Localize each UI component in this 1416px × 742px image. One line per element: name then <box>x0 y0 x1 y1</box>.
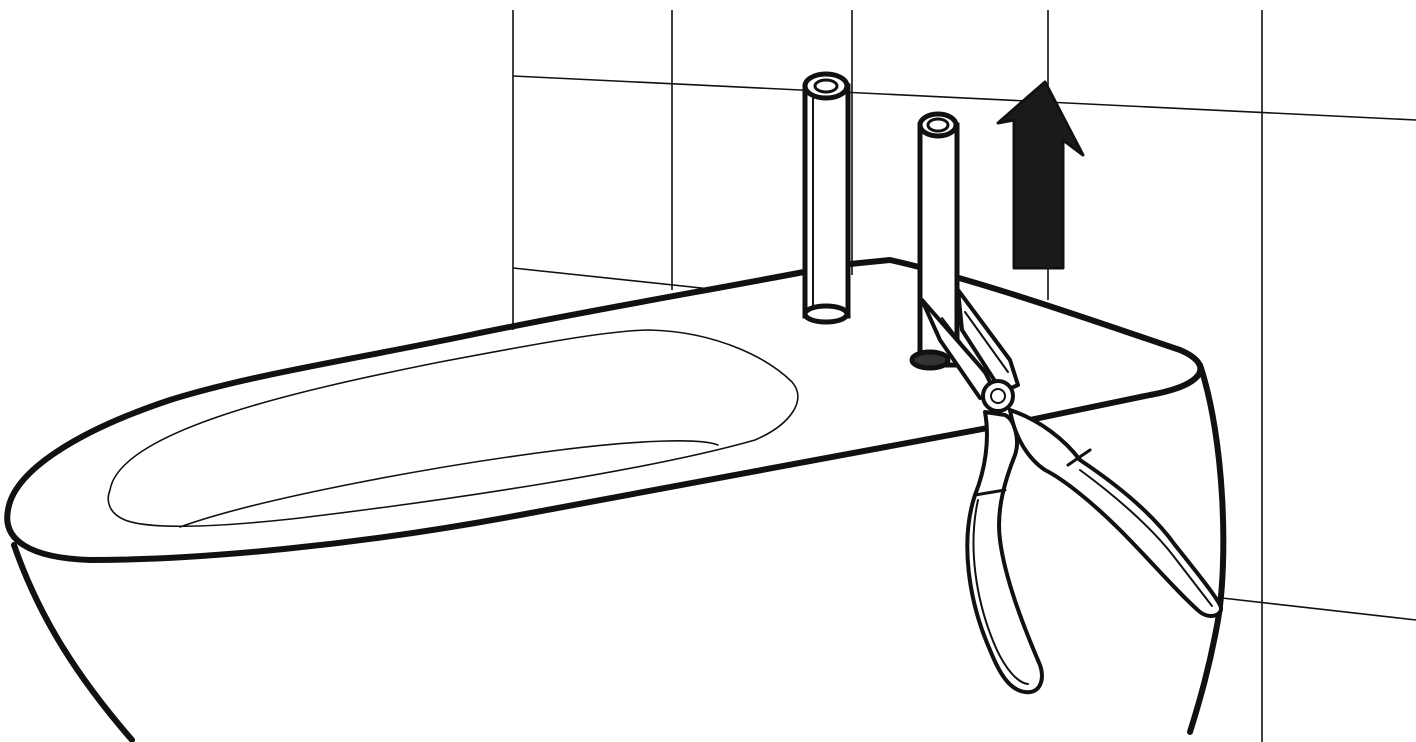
tile-line <box>513 268 720 290</box>
pliers-handle-right <box>1010 410 1221 616</box>
tube-top-inner <box>815 80 837 92</box>
tile-line <box>513 76 1416 120</box>
tile-line <box>1222 598 1416 620</box>
bidet-front-wall <box>14 545 132 740</box>
bidet-bowl-inner <box>180 441 718 527</box>
tube-body <box>805 86 848 316</box>
tube-bottom-ring <box>805 306 847 322</box>
bidet-top-rim <box>7 260 1200 560</box>
pliers-pivot-pin <box>991 389 1005 403</box>
bidet-side-wall <box>1190 365 1223 732</box>
bidet-bowl-outer <box>108 330 798 526</box>
supply-tube-left <box>805 74 848 322</box>
tube-fitting <box>912 352 948 368</box>
arrow-up-icon <box>998 82 1083 268</box>
tube-top-inner <box>928 119 948 131</box>
